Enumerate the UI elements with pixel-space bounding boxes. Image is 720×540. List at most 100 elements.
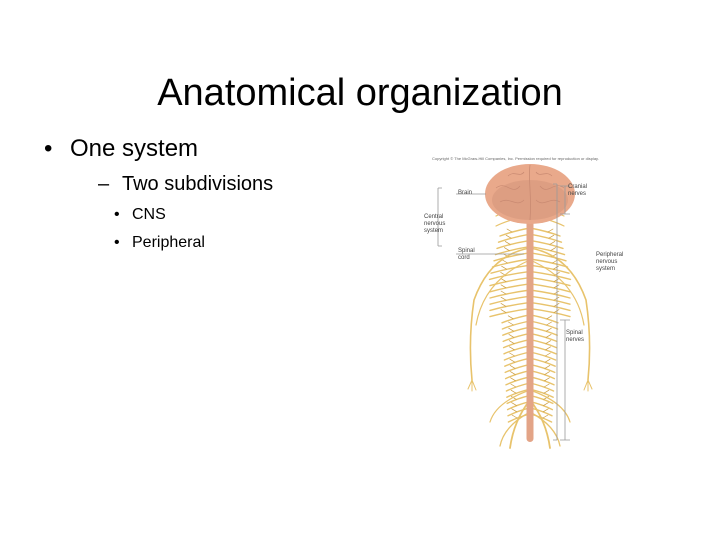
nerve-branch [511,414,518,419]
copyright-notice: Copyright © The McGraw-Hill Companies, I… [432,156,599,161]
slide-title: Anatomical organization [157,72,563,115]
label-central-nervous-system: Central nervous system [424,214,446,234]
arm-nerve [529,247,591,381]
nerve-branch [542,408,549,413]
nerve-branch [509,346,515,351]
spinal-nerve [529,295,571,305]
nerve-branch [543,396,550,400]
nerve-branch [500,309,507,313]
nerve-branch [553,265,559,270]
nerve-branch [503,247,510,251]
nerve-branch [506,228,513,233]
spinal-nerve [529,264,570,274]
nerve-branch [500,290,507,295]
nerve-branch [508,321,514,326]
nerve-branch [544,358,551,363]
nerve-branch [511,402,517,406]
spinal-nerve [489,289,531,299]
arm-nerve [529,259,585,326]
nerve-branch [543,402,549,406]
nerve-branch [500,278,507,282]
leg-nerve [529,411,561,447]
spinal-nerve [529,276,571,287]
nerve-branch [553,290,560,295]
nerve-branch [501,265,507,270]
nerve-branch [542,414,549,419]
nerve-branch [553,303,560,307]
nerve-branch [508,327,515,332]
bullet-marker: • [44,135,53,162]
bullet-peripheral: • Peripheral [114,232,205,254]
label-spinal-nerves: Spinal nerves [566,330,585,343]
bullet-text: Two subdivisions [122,173,274,195]
bullet-text: CNS [132,206,166,223]
nerve-branch [547,228,554,233]
nerve-branch [543,383,550,388]
nerve-branch [509,365,516,369]
label-spinal-cord: Spinal cord [458,248,475,261]
nerve-branch [510,377,516,382]
nerve-branch [543,389,550,394]
nerve-branch [505,234,512,239]
nerve-branch [500,284,507,289]
nerve-branch [511,408,518,413]
label-peripheral-nervous-system: Peripheral nervous system [596,252,624,272]
nerve-branch [545,334,552,338]
spinal-nerve [529,301,571,312]
nerve-branch [509,358,516,363]
spinal-cord-shape [526,212,534,442]
nerve-branch [500,303,507,307]
label-cranial-nerves: Cranial nerves [568,184,588,197]
label-brain: Brain [458,190,473,196]
spinal-nerve [529,283,571,293]
spinal-nerves-pointer [560,319,570,441]
brain-fissure [529,164,531,221]
bullet-list: • One system – Two subdivisions • CNS • … [0,0,420,300]
brain-shading [492,180,568,220]
nerve-branch [500,296,507,301]
spinal-nerve [489,301,531,312]
nerve-branch [548,234,555,239]
bullet-text: Peripheral [132,234,205,251]
arm-nerve [469,247,531,381]
nerve-branch [510,396,517,400]
peripheral-bracket [553,183,558,441]
nerve-branch [502,259,508,264]
nerve-branch [550,247,557,251]
hand-nerve [583,379,593,392]
nerve-branch [508,334,515,338]
nerve-branch [510,389,517,394]
nerve-branch [545,346,551,351]
spinal-nerve [490,264,531,274]
nerve-branch [508,340,515,344]
spinal-nerve [529,270,572,281]
central-bracket [437,187,442,247]
nerve-branch [510,383,517,388]
nerve-branch [545,352,551,357]
bullet-marker: • [114,234,120,251]
bullet-cns: • CNS [114,204,166,226]
bullet-marker: • [114,206,120,223]
nerve-branch [553,278,560,282]
spinal-nerve [529,307,571,318]
spinal-nerve [489,307,531,318]
dash-marker: – [98,173,110,195]
spinal-nerve [489,283,531,293]
spinal-nerve [488,270,531,281]
nerve-branch [509,352,515,357]
nerve-branch [545,340,552,344]
spinal-nerve [489,295,531,305]
nerve-branch [510,371,516,375]
nerve-branch [545,327,552,332]
spinal-nerve [489,276,531,287]
bullet-one-system: • One system [44,134,198,164]
nerve-branch [553,296,560,301]
nerve-branch [544,377,550,382]
arm-nerve [475,259,531,326]
cranial-pointer [560,185,570,215]
leg-nerve [489,389,531,423]
nervous-system-illustration [437,164,593,449]
leg-nerve [529,389,571,423]
bullet-text: One system [70,135,199,162]
